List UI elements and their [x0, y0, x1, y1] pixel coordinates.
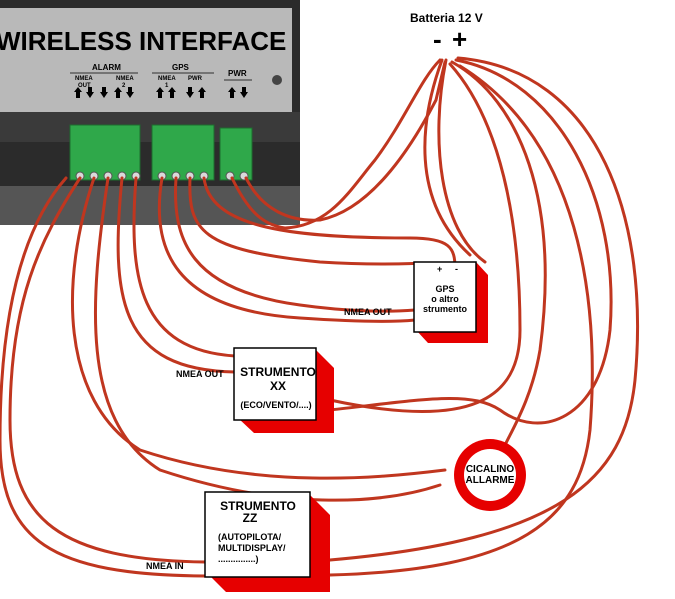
zz-nmea-in-label: NMEA IN: [146, 561, 184, 571]
wire-pwr-plus: [244, 60, 447, 222]
gps-line2: o altro: [431, 294, 459, 304]
zz-line5: ...............): [218, 554, 259, 564]
xx-line1: STRUMENTO: [240, 365, 316, 379]
wire-nmea-out-xx-a: [132, 176, 237, 358]
wire-batt-gps-minus: [423, 58, 472, 257]
buzzer: CICALINO ALLARME: [454, 439, 526, 511]
nmea2-sub: 2: [122, 83, 126, 89]
alarm-terminal-block: [69, 124, 141, 181]
status-led: [272, 75, 282, 85]
gps-box-face: [413, 261, 477, 333]
wire-batt-xx-a: [328, 58, 613, 425]
gps-line3: strumento: [423, 304, 468, 314]
arrow-down-icon: [186, 87, 194, 98]
xx-line2: XX: [270, 379, 286, 393]
gps-plus: +: [437, 264, 442, 274]
strumento-zz-box: STRUMENTO ZZ (AUTOPILOTA/ MULTIDISPLAY/ …: [146, 491, 330, 592]
zz-box-face: [204, 491, 311, 578]
device-front-panel: [0, 8, 292, 120]
buzzer-line1: CICALINO: [466, 464, 515, 475]
arrow-up-icon: [156, 87, 164, 98]
gps-line1: GPS: [435, 284, 454, 294]
wires: [0, 56, 639, 578]
strumento-xx-box: STRUMENTO XX (ECO/VENTO/....) NMEA OUT: [176, 347, 334, 433]
zz-line2: ZZ: [243, 511, 258, 525]
zz-line3: (AUTOPILOTA/: [218, 532, 282, 542]
wire-nmea-in-zz-a: [8, 176, 207, 564]
terminal-screws: [75, 171, 249, 181]
gps-minus: -: [455, 264, 458, 274]
wire-gps-nmea-b: [157, 176, 417, 323]
gps-box: + - GPS o altro strumento NMEA OUT: [344, 261, 488, 343]
battery-plus: +: [452, 24, 467, 54]
arrow-up-icon: [198, 87, 206, 98]
battery: Batteria 12 V - +: [410, 11, 483, 54]
nmea-out-sub: OUT: [78, 83, 91, 89]
wire-pwr-minus: [230, 58, 442, 230]
wire-nmea-in-zz-b: [0, 176, 207, 578]
wire-gps-pwr-plus: [202, 176, 457, 270]
xx-line3: (ECO/VENTO/....): [240, 400, 311, 410]
arrow-down-icon: [86, 87, 94, 98]
device-title: WIRELESS INTERFACE: [0, 26, 286, 56]
gps-nmea-sub: 1: [165, 83, 169, 89]
nmea2-label: NMEA: [116, 76, 134, 82]
buzzer-line2: ALLARME: [466, 475, 515, 486]
buzzer-inner: [464, 449, 516, 501]
wire-alarm-buzzer-b: [70, 176, 447, 480]
pwr-label: PWR: [228, 69, 247, 78]
gps-nmea-out-label: NMEA OUT: [344, 307, 392, 317]
wire-batt-gps-plus: [437, 58, 487, 264]
arrow-up-icon: [228, 87, 236, 98]
battery-label: Batteria 12 V: [410, 11, 483, 25]
polarity-arrows: [74, 87, 248, 98]
wire-nmea-out-xx-b: [116, 176, 237, 374]
alarm-label: ALARM: [92, 63, 121, 72]
pwr-terminal-block: [219, 127, 253, 181]
wire-batt-xx-b: [328, 62, 522, 413]
wire-batt-zz-a: [328, 56, 639, 562]
arrow-down-icon: [100, 87, 108, 98]
battery-minus: -: [433, 24, 442, 54]
arrow-up-icon: [114, 87, 122, 98]
wire-batt-zz-b: [328, 64, 594, 577]
wire-gps-nmea-a: [174, 176, 417, 313]
arrow-up-icon: [74, 87, 82, 98]
gps-nmea-label: NMEA: [158, 76, 176, 82]
xx-box-face: [233, 347, 317, 421]
nmea-out-label: NMEA: [75, 76, 93, 82]
gps-pwr-label: PWR: [188, 76, 203, 82]
arrow-down-icon: [240, 87, 248, 98]
zz-line1: STRUMENTO: [220, 499, 296, 513]
device-base: [0, 112, 300, 142]
arrow-down-icon: [126, 87, 134, 98]
zz-line4: MULTIDISPLAY/: [218, 543, 286, 553]
xx-nmea-out-label: NMEA OUT: [176, 369, 224, 379]
gps-terminal-block: [151, 124, 215, 181]
wire-alarm-buzzer-a: [93, 176, 442, 502]
arrow-up-icon: [168, 87, 176, 98]
gps-label: GPS: [172, 63, 190, 72]
